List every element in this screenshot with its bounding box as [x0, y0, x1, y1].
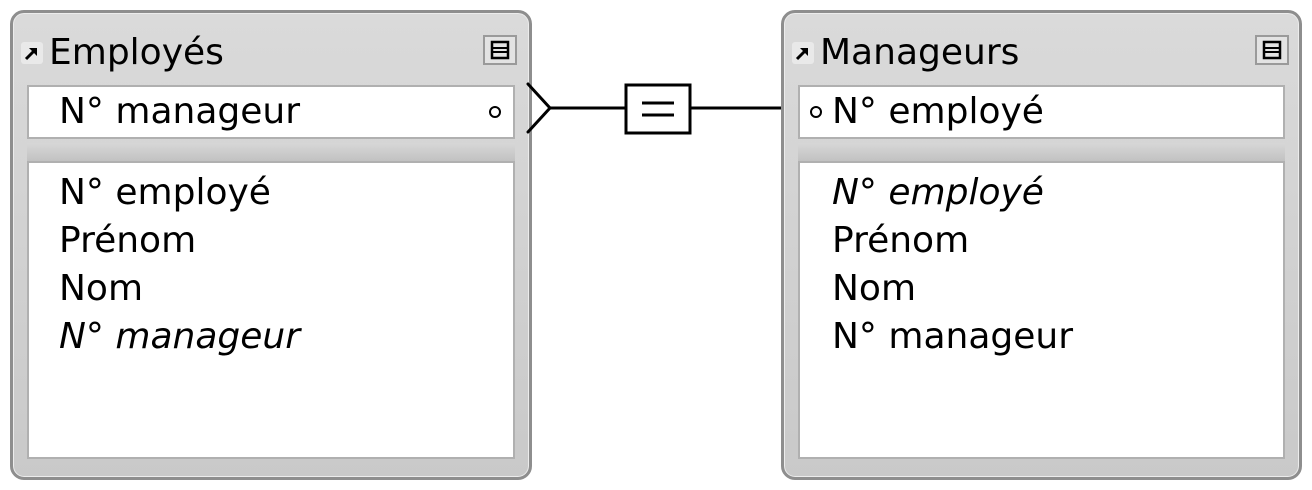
table-header: Employés	[19, 31, 523, 75]
field-item[interactable]: Nom	[59, 268, 144, 309]
key-dot-icon	[489, 106, 501, 118]
separator	[798, 143, 1285, 165]
equals-operator-icon[interactable]	[624, 83, 692, 135]
key-dot-icon	[810, 106, 822, 118]
key-field: N° manageur	[59, 91, 300, 132]
field-item[interactable]: N° manageur	[832, 316, 1073, 357]
key-field-area: N° manageur	[27, 85, 515, 139]
crows-foot-icon	[526, 82, 552, 134]
field-item[interactable]: N° manageur	[59, 316, 300, 357]
field-item[interactable]: Nom	[832, 268, 917, 309]
field-item[interactable]: N° employé	[59, 172, 271, 213]
field-item[interactable]: Prénom	[832, 220, 970, 261]
field-item[interactable]: N° employé	[832, 172, 1044, 213]
table-title: Manageurs	[820, 32, 1020, 73]
collapse-icon[interactable]	[1255, 35, 1289, 65]
table-title: Employés	[49, 32, 224, 73]
key-field-area: N° employé	[798, 85, 1285, 139]
alias-arrow-icon	[792, 42, 814, 64]
field-item[interactable]: Prénom	[59, 220, 197, 261]
alias-arrow-icon	[21, 42, 43, 64]
key-field: N° employé	[832, 91, 1044, 132]
separator	[27, 143, 515, 165]
table-header: Manageurs	[790, 31, 1293, 75]
collapse-icon[interactable]	[483, 35, 517, 65]
relationship-line[interactable]	[518, 70, 794, 150]
